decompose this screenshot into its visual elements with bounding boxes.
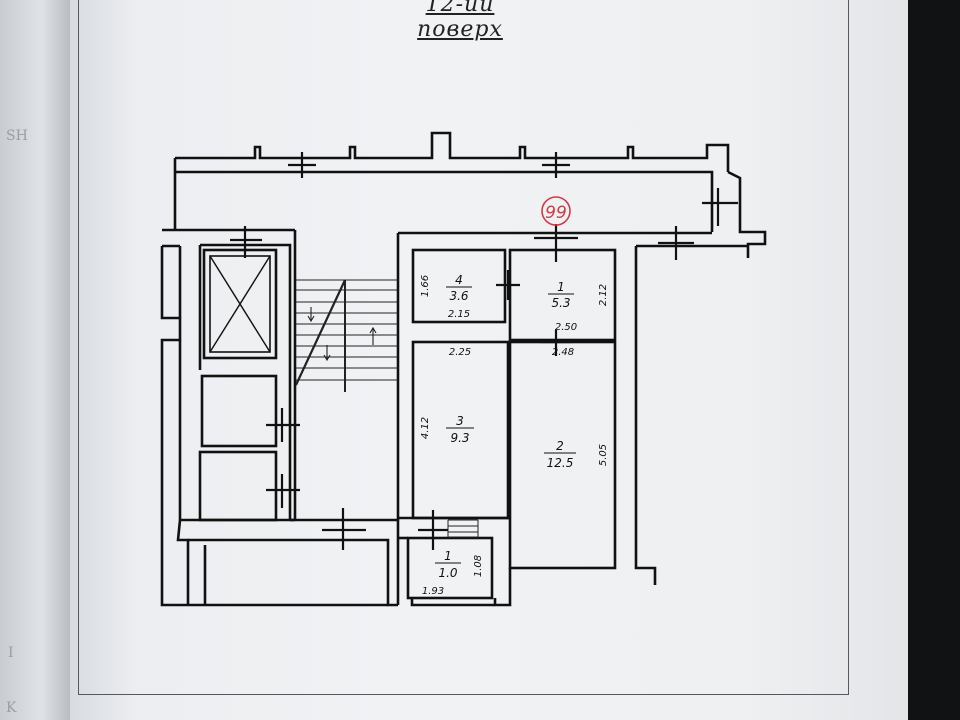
room-3-number: 3 xyxy=(456,414,464,428)
room-1-number: 1 xyxy=(557,280,565,294)
door-marks xyxy=(230,152,738,550)
dim-r5-height: 1.08 xyxy=(473,555,484,577)
dim-r4-width: 2.15 xyxy=(448,309,470,320)
entrance-steps xyxy=(447,519,479,538)
dim-r4-height: 1.66 xyxy=(420,275,431,297)
room-5-number: 1 xyxy=(444,549,452,563)
background xyxy=(908,0,960,720)
page-frame xyxy=(78,0,849,695)
edge-mark: SH xyxy=(6,128,28,144)
room-4-area: 3.6 xyxy=(449,289,468,303)
document-page xyxy=(70,0,908,720)
room-5-area: 1.0 xyxy=(438,566,457,580)
dim-r5-width: 1.93 xyxy=(422,586,444,597)
floor-title: 12-ий поверх xyxy=(417,0,503,42)
room-2-area: 12.5 xyxy=(547,456,574,470)
room-1-area: 5.3 xyxy=(551,296,570,310)
dim-r1-width: 2.50 xyxy=(555,322,577,333)
edge-mark: K xyxy=(6,700,17,716)
dim-r3-height: 4.12 xyxy=(420,417,431,439)
walls xyxy=(160,131,767,607)
dim-r3-top: 2.25 xyxy=(449,347,471,358)
room-4-number: 4 xyxy=(455,273,463,287)
room-3-area: 9.3 xyxy=(450,431,469,445)
dim-r2-top: 2.48 xyxy=(552,347,574,358)
apartment-number: 99 xyxy=(545,203,567,223)
left-page-edge: SH I K xyxy=(0,0,70,720)
edge-mark: I xyxy=(8,645,14,661)
staircase xyxy=(295,279,398,392)
room-2-number: 2 xyxy=(556,439,564,453)
apartment-marker-circle xyxy=(541,196,571,226)
dim-r1-height: 2.12 xyxy=(598,284,609,306)
dim-r2-height: 5.05 xyxy=(598,444,609,466)
